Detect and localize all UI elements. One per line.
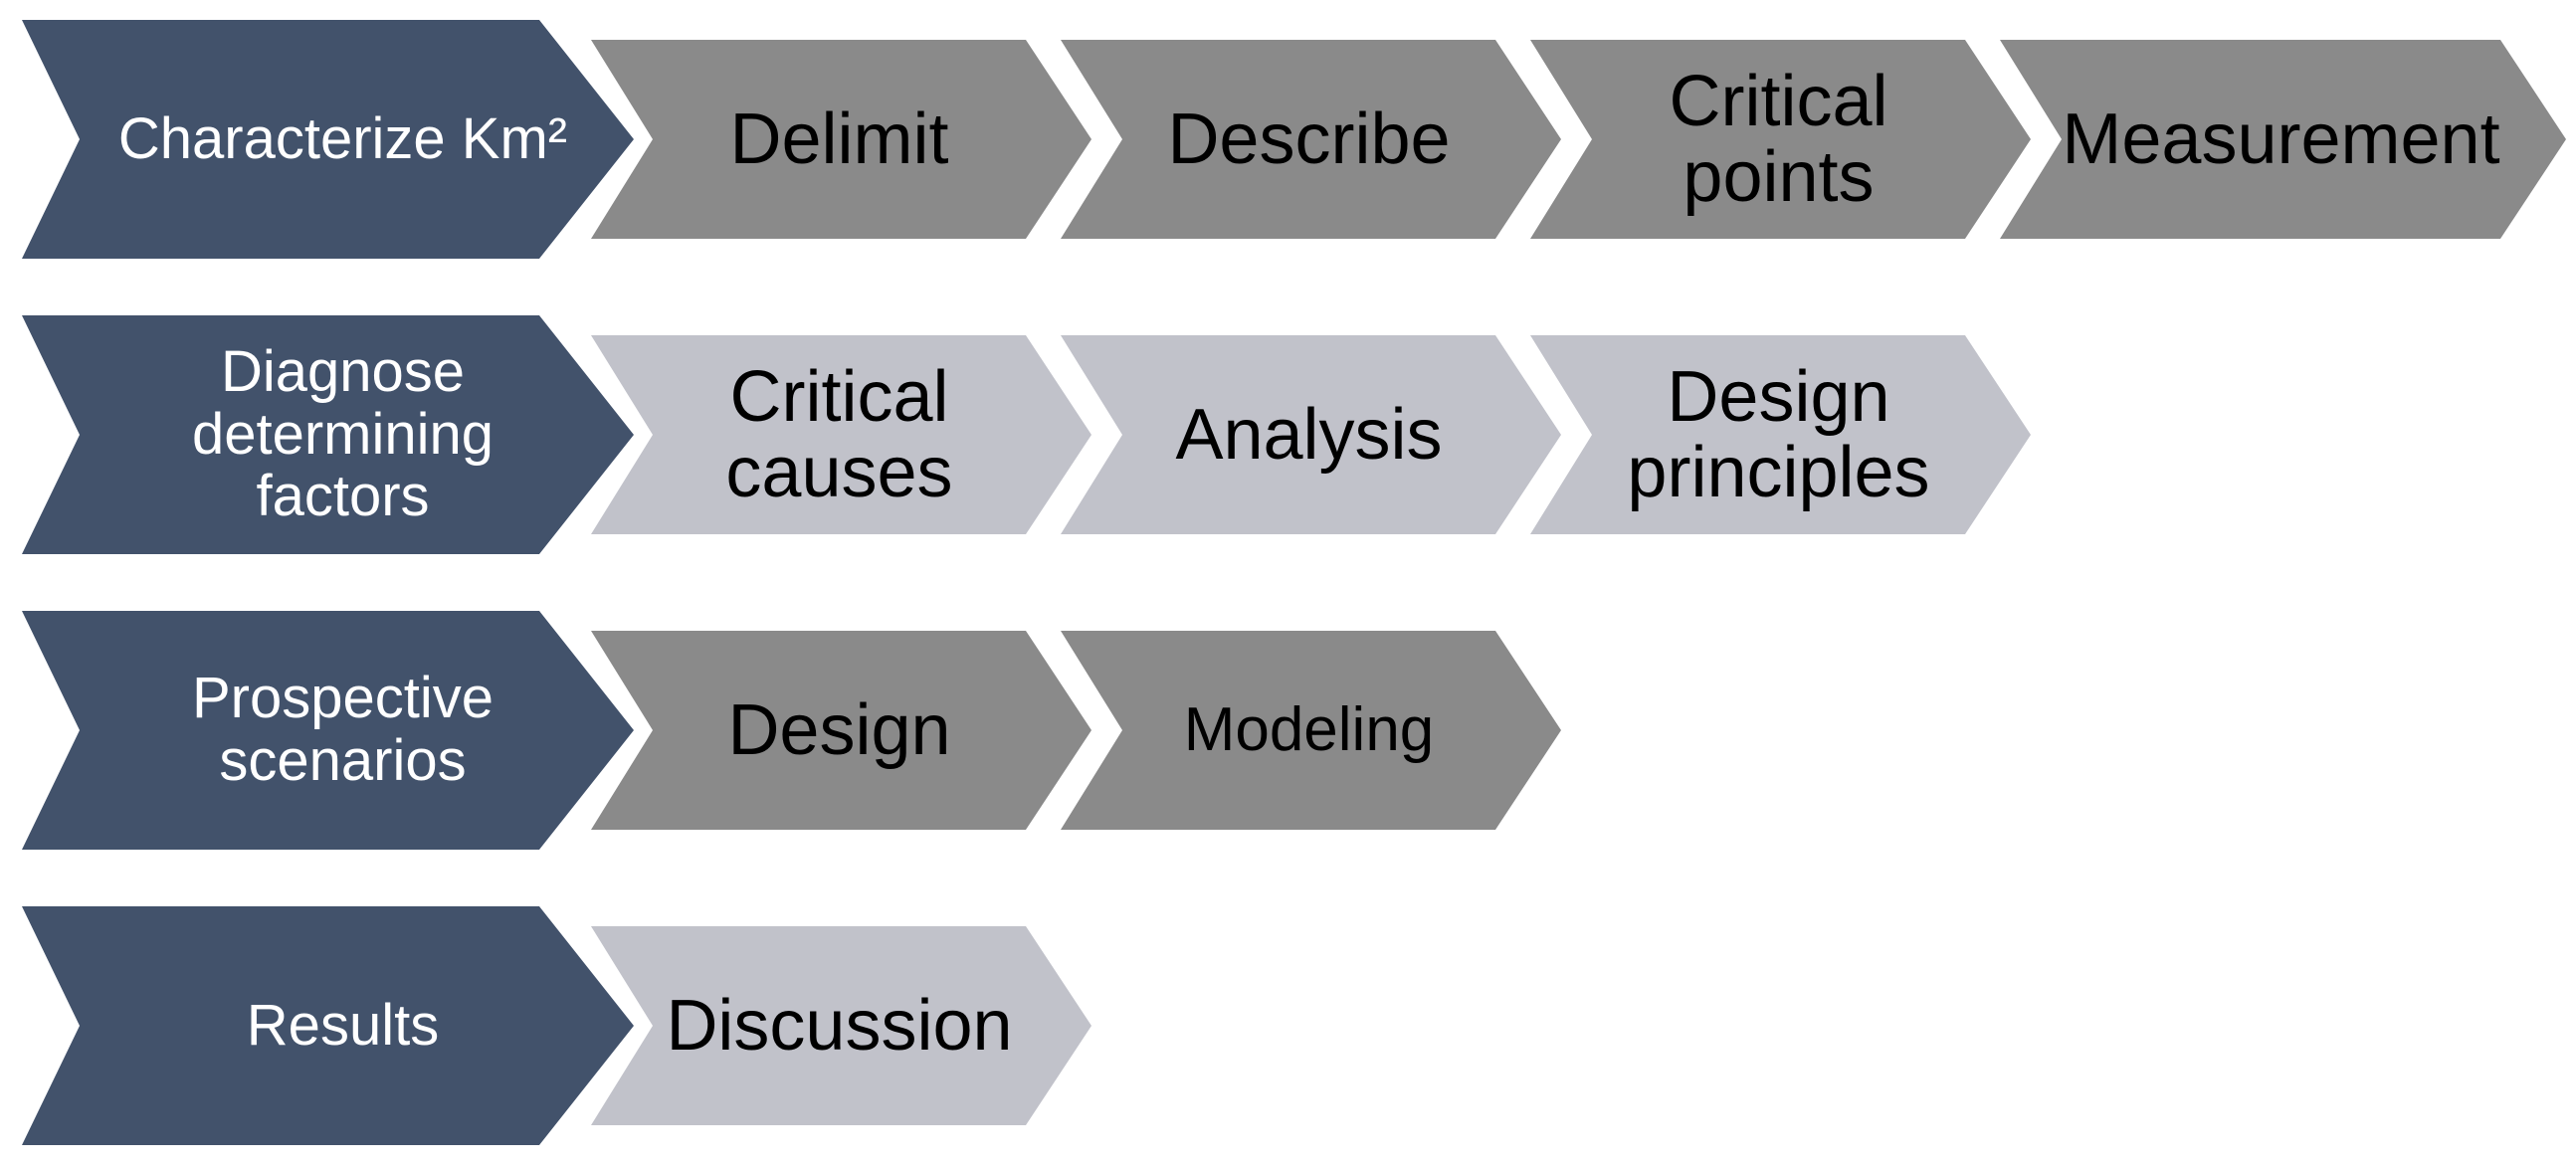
step-chevron-design: Design [591, 631, 1091, 830]
process-row-4: Results Discussion [0, 906, 2576, 1145]
step-design-principles-label: Design principles [1627, 356, 1930, 512]
step-chevron-critical-points: Critical points [1530, 40, 2031, 239]
stage-diagnose-label: Diagnose determining factors [191, 339, 495, 529]
stage-prospective-scenarios-label: Prospective scenarios [191, 666, 495, 793]
step-chevron-describe: Describe [1061, 40, 1561, 239]
step-delimit-label: Delimit [729, 98, 949, 179]
stage-chevron-prospective-scenarios: Prospective scenarios [22, 611, 634, 850]
step-describe-label: Describe [1167, 98, 1451, 179]
step-chevron-measurement: Measurement [2000, 40, 2566, 239]
step-chevron-discussion: Discussion [591, 926, 1091, 1125]
step-analysis-label: Analysis [1175, 394, 1443, 475]
step-design-label: Design [727, 689, 951, 770]
stage-characterize-km2-label: Characterize Km² [117, 105, 568, 171]
process-row-1: Characterize Km² Delimit Describe Critic… [0, 20, 2576, 259]
step-chevron-delimit: Delimit [591, 40, 1091, 239]
stage-results-label: Results [246, 992, 440, 1058]
process-row-3: Prospective scenarios Design Modeling [0, 611, 2576, 850]
step-discussion-label: Discussion [666, 985, 1013, 1066]
step-chevron-critical-causes: Critical causes [591, 335, 1091, 534]
stage-chevron-diagnose-determining-factors: Diagnose determining factors [22, 315, 634, 554]
stage-chevron-results: Results [22, 906, 634, 1145]
step-chevron-modeling: Modeling [1061, 631, 1561, 830]
step-critical-causes-label: Critical causes [725, 356, 953, 512]
step-critical-points-label: Critical points [1669, 61, 1888, 217]
process-row-2: Diagnose determining factors Critical ca… [0, 315, 2576, 554]
step-chevron-analysis: Analysis [1061, 335, 1561, 534]
step-chevron-design-principles: Design principles [1530, 335, 2031, 534]
stage-chevron-characterize-km2: Characterize Km² [22, 20, 634, 259]
step-modeling-label: Modeling [1183, 695, 1435, 765]
step-measurement-label: Measurement [2062, 98, 2500, 179]
